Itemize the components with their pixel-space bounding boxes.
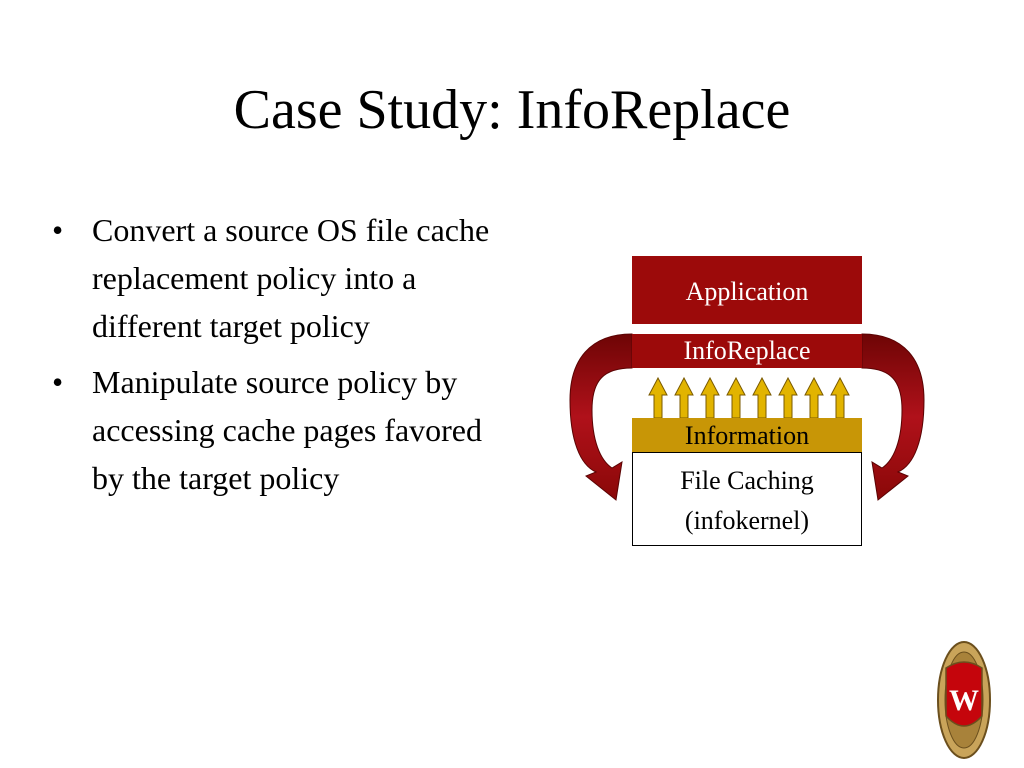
file-caching-label: File Caching — [680, 466, 814, 495]
diagram-graphics — [569, 333, 925, 501]
up-arrow-icon — [778, 376, 798, 419]
up-arrow-icon — [804, 376, 824, 419]
bullet-text: Manipulate source policy by accessing ca… — [92, 364, 482, 496]
left-curved-arrow — [569, 333, 633, 501]
university-crest-logo: W — [937, 641, 991, 759]
inforeplace-box: InfoReplace — [632, 334, 862, 368]
bullet-item: • Convert a source OS file cache replace… — [52, 206, 502, 350]
infokernel-label: (infokernel) — [684, 506, 810, 535]
file-caching-box: File Caching (infokernel) — [632, 452, 862, 546]
information-box: Information — [632, 418, 862, 452]
up-arrow-icon — [648, 376, 668, 419]
crest-letter: W — [949, 684, 979, 717]
up-arrows — [648, 376, 850, 419]
bullet-text: Convert a source OS file cache replaceme… — [92, 212, 490, 344]
bullet-dot: • — [52, 364, 64, 400]
up-arrow-icon — [700, 376, 720, 419]
architecture-diagram: Application InfoReplace Information File… — [560, 250, 940, 570]
application-box: Application — [632, 256, 862, 324]
up-arrow-icon — [830, 376, 850, 419]
bullet-list: • Convert a source OS file cache replace… — [52, 206, 502, 510]
bullet-dot: • — [52, 212, 64, 248]
right-curved-arrow — [861, 333, 925, 501]
slide-title: Case Study: InfoReplace — [233, 79, 791, 141]
up-arrow-icon — [726, 376, 746, 419]
up-arrow-icon — [752, 376, 772, 419]
bullet-item: • Manipulate source policy by accessing … — [52, 358, 502, 502]
up-arrow-icon — [674, 376, 694, 419]
